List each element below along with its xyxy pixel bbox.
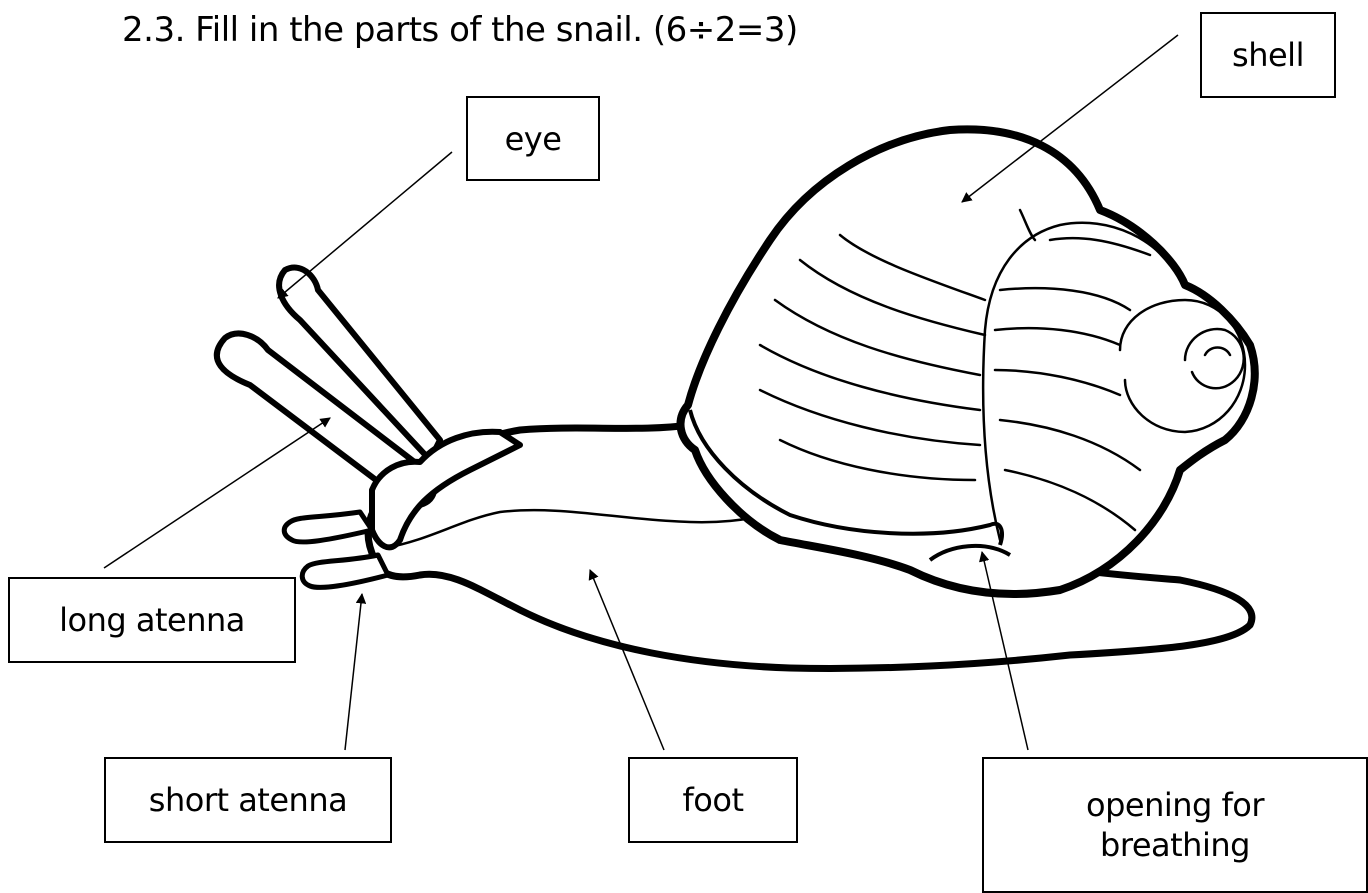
short-antenna-lower xyxy=(302,555,388,587)
label-opening-line1: opening for xyxy=(1086,785,1264,825)
pointer-long-atenna xyxy=(104,418,330,568)
label-foot: foot xyxy=(683,780,744,820)
label-eye: eye xyxy=(505,119,562,159)
label-box-long-atenna: long atenna xyxy=(8,577,296,663)
label-box-opening-for-breathing: opening for breathing xyxy=(982,757,1368,893)
label-opening-line2: breathing xyxy=(1086,825,1264,865)
pointer-short-atenna xyxy=(345,594,362,750)
short-antenna-upper xyxy=(284,512,372,542)
label-shell: shell xyxy=(1232,35,1304,75)
label-short-atenna: short atenna xyxy=(149,780,347,820)
label-long-atenna: long atenna xyxy=(59,600,245,640)
pointer-eye xyxy=(278,152,452,298)
label-box-eye: eye xyxy=(466,96,600,181)
snail-shell xyxy=(681,129,1255,594)
label-opening-for-breathing: opening for breathing xyxy=(1086,785,1264,865)
label-box-shell: shell xyxy=(1200,12,1336,98)
label-box-foot: foot xyxy=(628,757,798,843)
label-box-short-atenna: short atenna xyxy=(104,757,392,843)
